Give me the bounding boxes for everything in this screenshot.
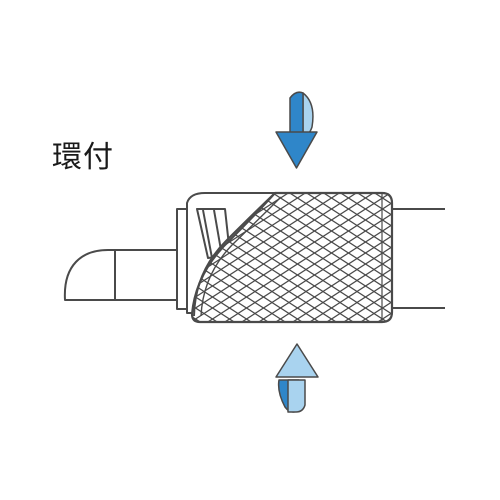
- hose: [388, 208, 445, 309]
- rotating-arrow-down-icon: [275, 91, 318, 169]
- fitting-nipple: [63, 249, 178, 301]
- caption-label: 環付: [52, 140, 114, 175]
- knurled-sleeve: [190, 191, 394, 324]
- rotating-arrow-up-icon: [275, 343, 319, 413]
